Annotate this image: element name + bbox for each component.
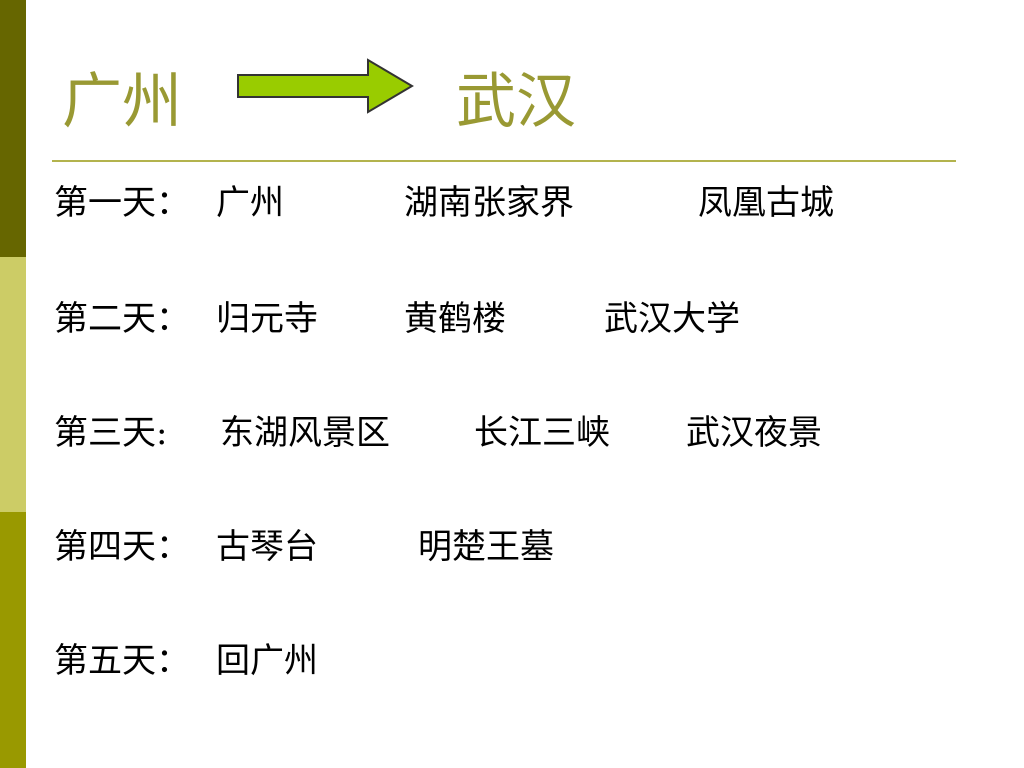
- stop: 凤凰古城: [698, 183, 834, 223]
- right-arrow-icon: [237, 58, 414, 114]
- day-label: 第二天：: [54, 299, 190, 339]
- day-label: 第三天:: [54, 413, 168, 453]
- side-bar-light: [0, 257, 26, 512]
- day-label: 第四天：: [54, 527, 190, 567]
- stop: 长江三峡: [474, 413, 610, 453]
- stop: 武汉夜景: [686, 413, 822, 453]
- day-label: 第五天：: [54, 641, 190, 681]
- side-bar-dark: [0, 0, 26, 257]
- title-origin: 广州: [62, 67, 182, 137]
- stop: 广州: [216, 183, 284, 223]
- stop: 黄鹤楼: [404, 299, 506, 339]
- stop: 归元寺: [216, 299, 318, 339]
- title-divider: [52, 160, 956, 162]
- day-label: 第一天：: [54, 183, 190, 223]
- stop: 回广州: [216, 641, 318, 681]
- stop: 东湖风景区: [220, 413, 390, 453]
- stop: 湖南张家界: [404, 183, 574, 223]
- stop: 明楚王墓: [418, 527, 554, 567]
- stop: 武汉大学: [604, 299, 740, 339]
- stop: 古琴台: [216, 527, 318, 567]
- title-destination: 武汉: [456, 67, 576, 137]
- side-bar-mid: [0, 512, 26, 768]
